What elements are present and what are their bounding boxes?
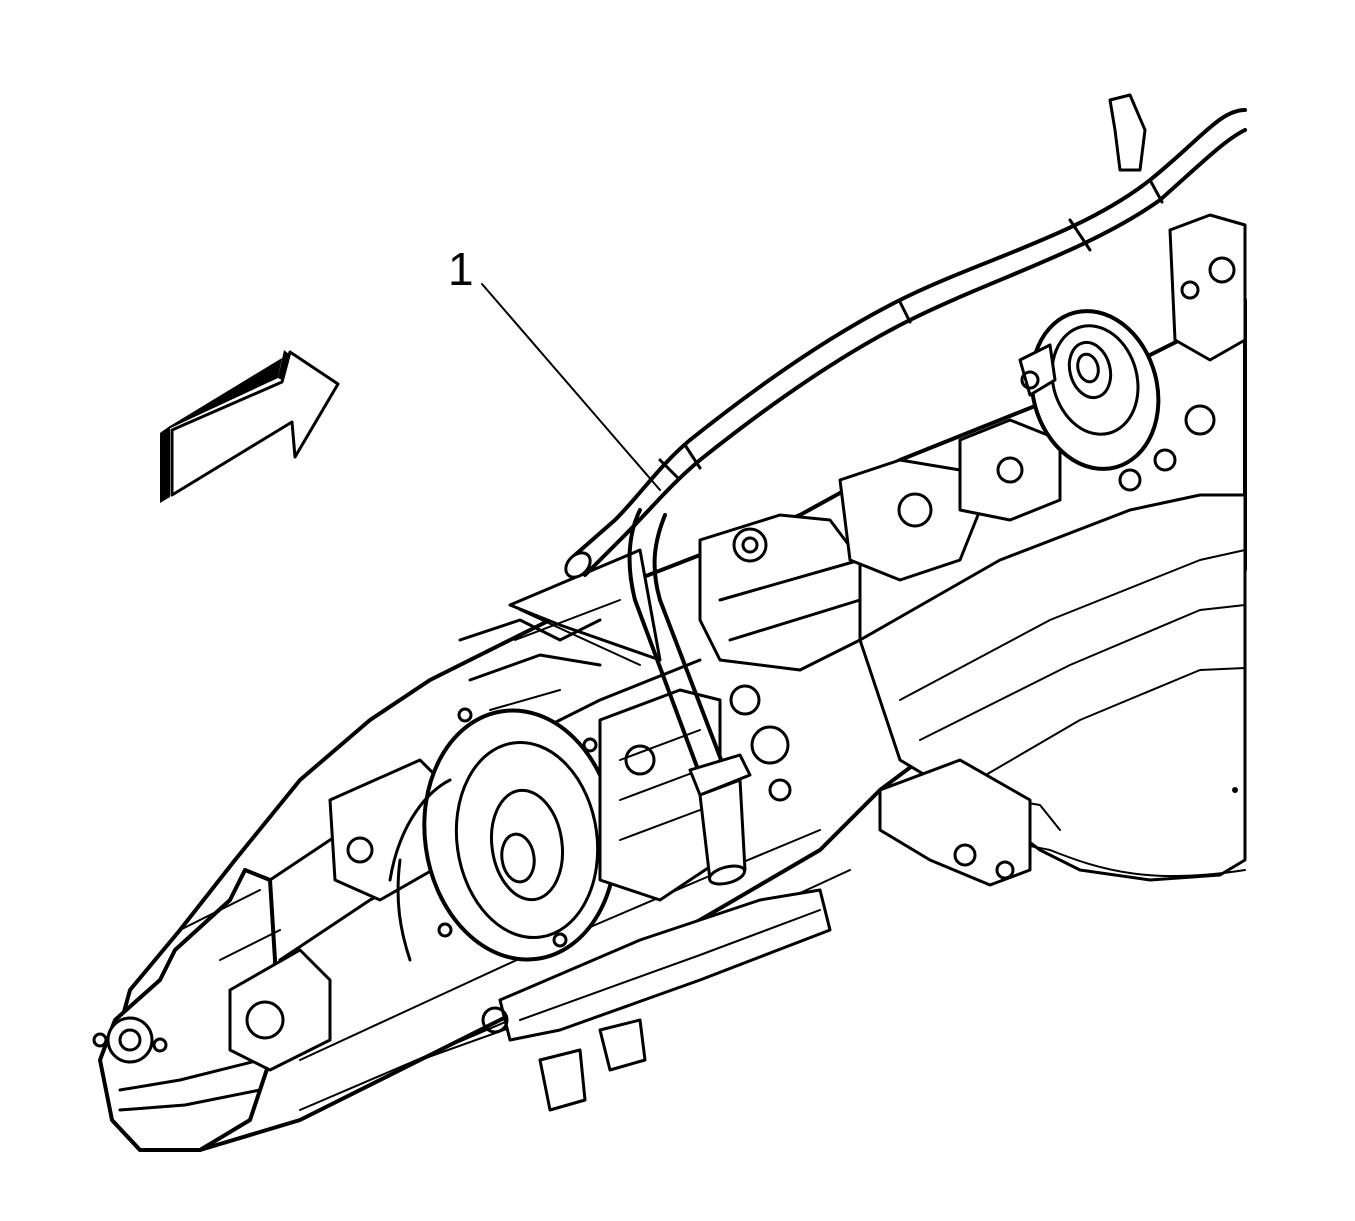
callout-1: 1 bbox=[448, 243, 661, 491]
transmission-assembly-illustration bbox=[92, 213, 1247, 1152]
vent-hose-component bbox=[564, 93, 1247, 886]
front-direction-arrow-icon bbox=[160, 348, 340, 503]
callout-label-1: 1 bbox=[448, 243, 474, 295]
